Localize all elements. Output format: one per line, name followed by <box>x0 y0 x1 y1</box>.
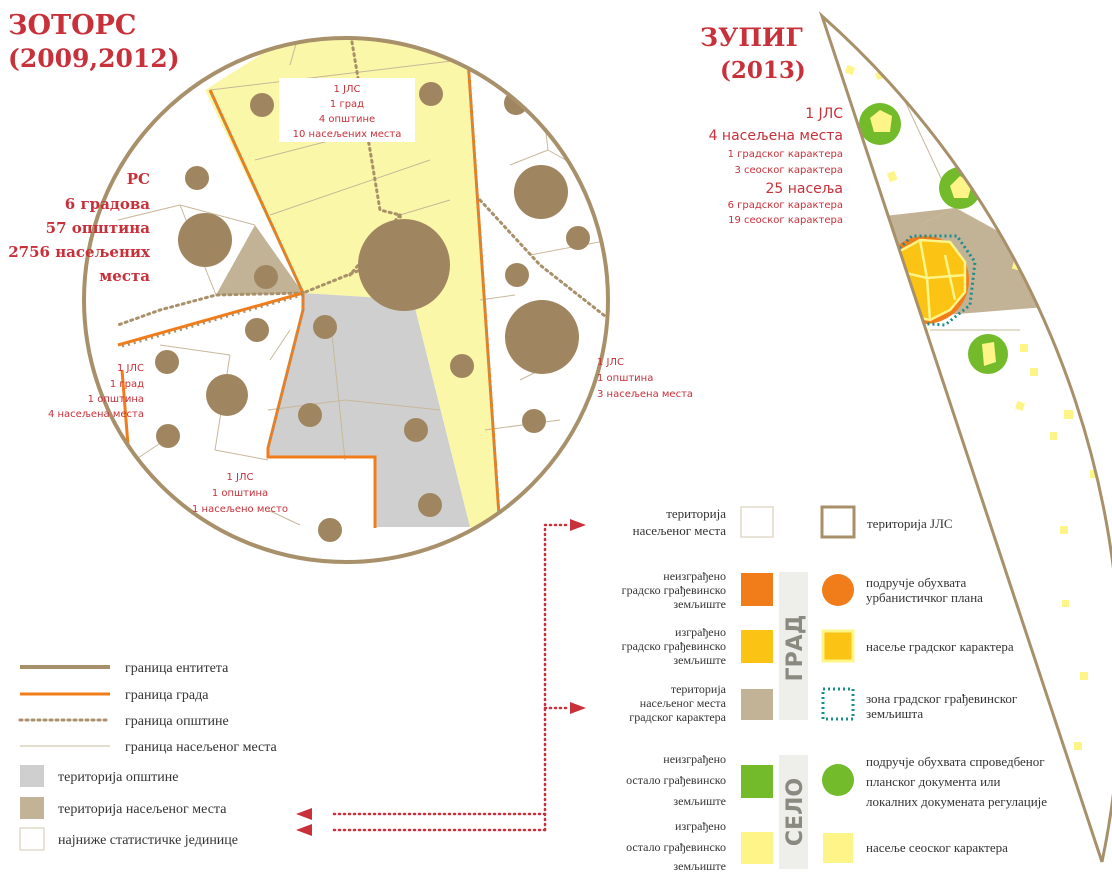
svg-text:изграђено: изграђено <box>675 625 726 639</box>
legend-municipality-territory: територија општине <box>58 770 178 785</box>
svg-text:1 општина: 1 општина <box>212 488 268 499</box>
svg-text:насељеног места: насељеног места <box>640 696 727 710</box>
svg-text:градског карактера: градског карактера <box>629 710 726 724</box>
svg-text:насеље сеоског карактера: насеље сеоског карактера <box>866 840 1008 855</box>
svg-text:1 град: 1 град <box>330 99 364 110</box>
zupig-title: ЗУПИГ <box>700 23 803 52</box>
legend-right: територија насељеног места територија ЈЛ… <box>622 505 1047 873</box>
swatch-planning-doc <box>822 764 854 796</box>
svg-text:4 насељена места: 4 насељена места <box>48 409 144 420</box>
svg-text:градско грађевинско: градско грађевинско <box>622 639 726 653</box>
svg-text:земљиште: земљиште <box>673 597 726 611</box>
svg-text:6 градског карактера: 6 градског карактера <box>728 200 843 211</box>
label-right-municipality: 1 ЈЛС 1 општина 3 насељена места <box>597 357 693 400</box>
swatch-built-urban <box>741 630 773 663</box>
municipality-territory <box>268 293 470 527</box>
rs-label: РС <box>127 170 150 188</box>
swatch-construction-zone <box>821 687 855 721</box>
label-city-4-municipalities: 1 ЈЛС 1 град 4 општине 10 насељених мест… <box>293 84 402 140</box>
svg-text:насеље градског карактера: насеље градског карактера <box>866 639 1014 654</box>
svg-text:урбанистичког плана: урбанистичког плана <box>866 590 983 605</box>
legend-city-border: граница града <box>125 688 209 703</box>
svg-text:територија: територија <box>666 506 726 521</box>
legend-settlement-territory: територија насељеног места <box>58 802 227 817</box>
rs-settlements-cont: места <box>99 267 150 285</box>
zupig-year: (2013) <box>720 57 806 84</box>
svg-text:1 ЈЛС: 1 ЈЛС <box>227 472 254 483</box>
svg-text:изграђено: изграђено <box>675 819 726 833</box>
svg-text:остало грађевинско: остало грађевинско <box>626 773 726 787</box>
svg-text:земљиште: земљиште <box>673 653 726 667</box>
svg-text:1 ЈЛС: 1 ЈЛС <box>117 363 144 374</box>
label-small-city: 1 ЈЛС 1 град 1 општина 4 насељена места <box>48 363 144 420</box>
group-grad-label: ГРАД <box>783 615 808 682</box>
swatch-unbuilt-urban <box>741 573 773 606</box>
zupig-summary: 1 ЈЛС 4 насељена места 1 градског каракт… <box>709 106 844 226</box>
swatch-built-other <box>741 832 773 864</box>
svg-text:3 сеоског карактера: 3 сеоског карактера <box>734 165 843 176</box>
label-bottom-municipality: 1 ЈЛС 1 општина 1 насељено место <box>192 472 288 515</box>
svg-text:неизграђено: неизграђено <box>663 752 726 766</box>
swatch-rural-settlement <box>823 833 853 863</box>
rs-municipalities: 57 општина <box>46 219 151 237</box>
svg-text:насељеног места: насељеног места <box>633 523 727 538</box>
svg-text:1 ЈЛС: 1 ЈЛС <box>334 84 361 95</box>
svg-text:1 ЈЛС: 1 ЈЛС <box>805 106 843 122</box>
svg-text:земљиште: земљиште <box>673 794 726 808</box>
legend-entity-border: граница ентитета <box>125 661 229 676</box>
svg-text:25 насеља: 25 насеља <box>765 181 843 197</box>
svg-text:земљиште: земљиште <box>673 859 726 873</box>
swatch-urban-settlement <box>821 629 855 663</box>
rs-cities: 6 градова <box>65 195 150 213</box>
svg-text:градско грађевинско: градско грађевинско <box>622 583 726 597</box>
zotors-years: (2009,2012) <box>8 44 180 73</box>
legend-municipality-border: граница општине <box>125 714 229 729</box>
svg-text:територија ЈЛС: територија ЈЛС <box>867 516 953 531</box>
svg-text:1 град: 1 град <box>110 379 144 390</box>
svg-text:1 ЈЛС: 1 ЈЛС <box>597 357 624 368</box>
svg-text:1 градског карактера: 1 градског карактера <box>728 149 843 160</box>
arrow-heads <box>296 519 586 836</box>
swatch-urban-settlement-territory <box>741 689 773 720</box>
svg-text:остало грађевинско: остало грађевинско <box>626 840 726 854</box>
svg-text:1 општина: 1 општина <box>597 373 653 384</box>
svg-text:3 насељена места: 3 насељена места <box>597 389 693 400</box>
legend-left: граница ентитета граница града граница о… <box>18 661 278 851</box>
planning-doc-circles <box>859 103 1008 374</box>
swatch-unbuilt-other <box>741 765 773 798</box>
svg-text:19 сеоског карактера: 19 сеоског карактера <box>728 215 843 226</box>
group-selo-label: СЕЛО <box>783 778 808 846</box>
svg-text:планског документа или: планског документа или <box>866 774 1001 789</box>
svg-text:подручје обухвата спроведбеног: подручје обухвата спроведбеног <box>866 754 1045 769</box>
entity-border-circle <box>82 36 610 564</box>
svg-text:земљишта: земљишта <box>866 706 923 721</box>
zotors-title: ЗОТОРС <box>8 10 136 41</box>
rs-settlements: 2756 насељених <box>8 243 151 261</box>
legend-lowest-units: најниже статистичке јединице <box>58 833 238 848</box>
swatch-settlement-territory <box>740 506 774 538</box>
settlement-territory <box>216 225 303 295</box>
zupig-sector-border <box>818 11 1112 863</box>
swatch-jls-territory <box>820 505 856 539</box>
svg-text:неизграђено: неизграђено <box>663 569 726 583</box>
svg-text:зона градског грађевинског: зона градског грађевинског <box>866 691 1017 706</box>
svg-text:подручје обухвата: подручје обухвата <box>866 575 967 590</box>
legend-settlement-border: граница насељеног места <box>125 740 278 755</box>
svg-text:4 насељена места: 4 насељена места <box>709 128 843 144</box>
swatch-urban-plan <box>822 574 854 606</box>
city-territory <box>205 38 500 530</box>
svg-text:4 општине: 4 општине <box>319 114 375 125</box>
svg-text:територија: територија <box>671 682 727 696</box>
svg-text:локалних докумената регулације: локалних докумената регулације <box>866 794 1047 809</box>
svg-text:1 општина: 1 општина <box>88 394 144 405</box>
svg-text:1 насељено место: 1 насељено место <box>192 504 288 515</box>
svg-text:10 насељених места: 10 насељених места <box>293 129 402 140</box>
legend-connectors <box>328 523 572 832</box>
rs-summary: РС 6 градова 57 општина 2756 насељених м… <box>8 170 151 285</box>
